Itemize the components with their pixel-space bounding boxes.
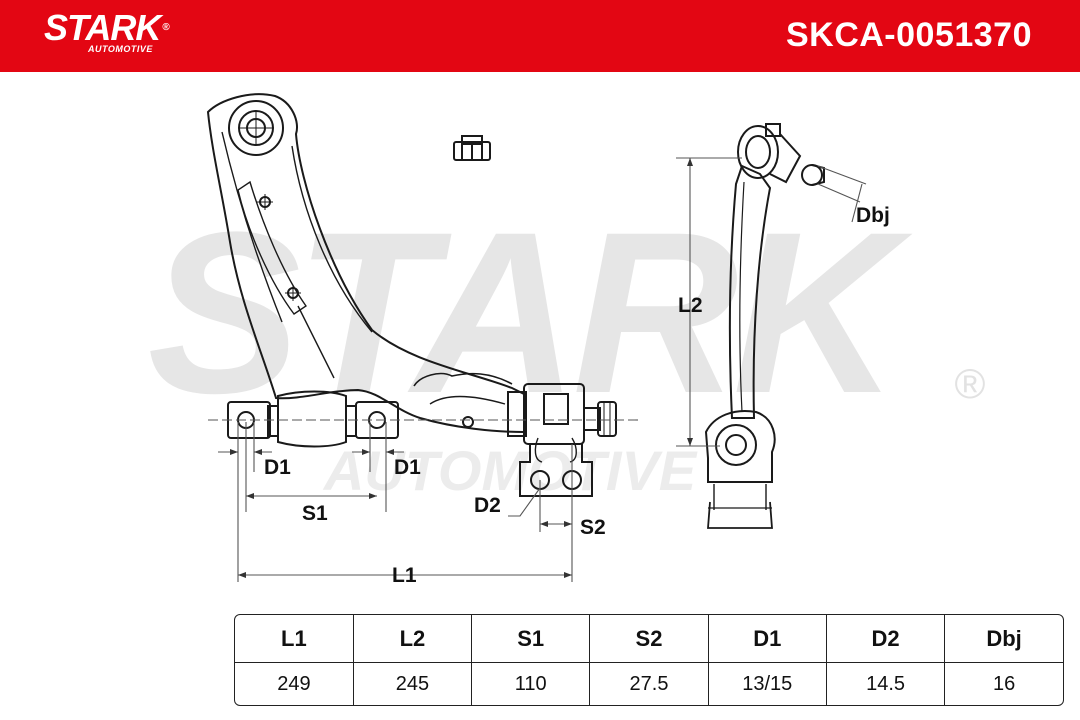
brand-name: STARK (44, 7, 161, 48)
watermark: STARK AUTOMOTIVE ® (147, 184, 985, 502)
dimension-arrows (230, 158, 693, 578)
brand-subtitle: AUTOMOTIVE (88, 44, 153, 54)
control-arm-side-view (704, 123, 825, 529)
spec-header-s2: S2 (589, 615, 709, 663)
label-dbj: Dbj (856, 204, 890, 227)
brand-registered-mark: ® (162, 22, 169, 33)
spec-header-s1: S1 (471, 615, 590, 663)
spec-header-dbj: Dbj (944, 615, 1063, 663)
label-d1-left: D1 (264, 456, 291, 479)
spec-header-l2: L2 (352, 615, 472, 663)
spec-header-l1: L1 (235, 615, 354, 663)
dimension-lines (208, 157, 867, 582)
label-l1: L1 (392, 564, 417, 587)
spec-header-row: L1 L2 S1 S2 D1 D2 Dbj (235, 615, 1063, 663)
label-s1: S1 (302, 502, 328, 525)
spec-table: L1 L2 S1 S2 D1 D2 Dbj 249 245 110 27.5 1… (234, 614, 1064, 706)
brand-logo: STARK® AUTOMOTIVE (44, 7, 170, 55)
control-arm-top-view (206, 93, 617, 497)
label-s2: S2 (580, 516, 606, 539)
technical-drawing: STARK AUTOMOTIVE ® (147, 93, 986, 587)
part-number: SKCA-0051370 (785, 16, 1032, 54)
spec-value-l2: 245 (352, 662, 472, 705)
spec-header-d1: D1 (707, 615, 827, 663)
spec-value-s2: 27.5 (589, 662, 709, 705)
label-l2: L2 (678, 294, 703, 317)
spec-value-row: 249 245 110 27.5 13/15 14.5 16 (235, 662, 1063, 705)
spec-value-dbj: 16 (944, 662, 1063, 705)
nut-icon (453, 135, 491, 161)
label-d2: D2 (474, 494, 501, 517)
watermark-subtext: AUTOMOTIVE (322, 439, 698, 502)
header-bar: STARK® AUTOMOTIVE SKCA-0051370 (0, 0, 1080, 72)
spec-value-l1: 249 (277, 672, 311, 695)
spec-value-d1: 13/15 (707, 662, 827, 705)
label-d1-right: D1 (394, 456, 421, 479)
spec-value-s1: 110 (471, 662, 590, 705)
spec-value-d2: 14.5 (825, 662, 945, 705)
spec-header-d2: D2 (825, 615, 945, 663)
watermark-mark: ® (955, 360, 986, 407)
